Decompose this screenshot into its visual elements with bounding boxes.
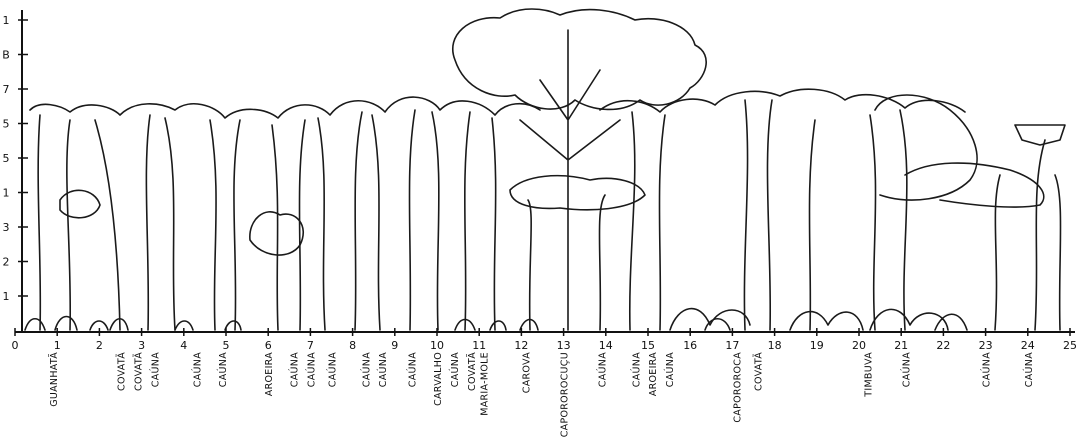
- x-tick-label: 12: [514, 339, 528, 352]
- x-tick-label: 4: [180, 339, 187, 352]
- x-tick-label: 25: [1063, 339, 1077, 352]
- species-label: CAPOROROCUÇU: [560, 352, 571, 437]
- x-tick-label: 9: [391, 339, 398, 352]
- crown-far-right: [1015, 125, 1065, 145]
- y-tick-label: 1: [3, 14, 10, 27]
- x-tick-label: 7: [307, 339, 314, 352]
- y-tick-label: 1: [3, 290, 10, 303]
- x-tick-label: 8: [349, 339, 356, 352]
- crown-right-large: [875, 95, 977, 200]
- crown-aroeira: [250, 212, 303, 255]
- x-tick-label: 13: [557, 339, 571, 352]
- species-label: TIMBUVA: [863, 352, 874, 398]
- species-label: CAÚNA: [327, 352, 339, 387]
- species-label: COVATÃ: [133, 352, 144, 391]
- species-label: CAÚNA: [217, 352, 229, 387]
- x-tick-label: 5: [223, 339, 230, 352]
- species-label: CAÚNA: [305, 352, 317, 387]
- y-tick-label: 2: [3, 256, 10, 269]
- species-label: CAÚNA: [1023, 352, 1035, 387]
- x-tick-label: 22: [936, 339, 950, 352]
- y-tick-label: 7: [3, 83, 10, 96]
- species-label: CAÚNA: [900, 352, 912, 387]
- species-label: CAÚNA: [191, 352, 203, 387]
- species-label: COVATÃ: [467, 352, 478, 391]
- y-tick-label: 1: [3, 187, 10, 200]
- species-label: CAÚNA: [597, 352, 609, 387]
- x-tick-label: 16: [683, 339, 697, 352]
- understory-shrubs: [25, 309, 967, 330]
- species-label: CAÚNA: [289, 352, 301, 387]
- species-label: CAÚNA: [664, 352, 676, 387]
- x-tick-label: 11: [472, 339, 486, 352]
- species-label: AROEIRA: [264, 352, 275, 396]
- species-label: CARVALHO: [433, 352, 444, 406]
- x-tick-label: 6: [265, 339, 272, 352]
- x-tick-label: 14: [599, 339, 613, 352]
- y-tick-label: 3: [3, 221, 10, 234]
- species-label: AROEIRA: [648, 352, 659, 396]
- species-label: CAÚNA: [149, 352, 161, 387]
- y-tick-label: 5: [3, 152, 10, 165]
- species-label: CAPOROROCA: [733, 352, 744, 423]
- x-tick-label: 1: [54, 339, 61, 352]
- y-tick-label: B: [2, 49, 10, 62]
- x-tick-label: 20: [852, 339, 866, 352]
- species-label: CAÚNA: [360, 352, 372, 387]
- species-label: CAROVA: [522, 352, 533, 393]
- x-tick-label: 3: [138, 339, 145, 352]
- vegetation-drawing: [25, 9, 1065, 330]
- x-tick-label: 17: [725, 339, 739, 352]
- x-tick-label: 24: [1021, 339, 1035, 352]
- emergent-crown: [453, 9, 706, 109]
- x-tick-label: 2: [96, 339, 103, 352]
- species-label: COVATÃ: [117, 352, 128, 391]
- species-label: CAÚNA: [377, 352, 389, 387]
- trunks: [38, 100, 1060, 330]
- emergent-trunk: [520, 30, 620, 330]
- canopy-band: [30, 97, 540, 118]
- species-label: CAÚNA: [630, 352, 642, 387]
- x-tick-label: 18: [768, 339, 782, 352]
- x-tick-label: 21: [894, 339, 908, 352]
- species-label: COVATÃ: [754, 352, 765, 391]
- x-tick-label: 0: [12, 339, 19, 352]
- x-tick-label: 19: [810, 339, 824, 352]
- x-tick-label: 10: [430, 339, 444, 352]
- species-label: CAÚNA: [407, 352, 419, 387]
- species-label: CAÚNA: [449, 352, 461, 387]
- species-label: MARIA-MOLE: [479, 352, 490, 416]
- species-label: GUANHATÃ: [49, 352, 60, 407]
- species-labels: GUANHATÃ COVATÃ COVATÃ CAÚNA CAÚNA CAÚNA AROEI…: [49, 352, 1035, 437]
- y-tick-label: 5: [3, 118, 10, 131]
- x-tick-label: 15: [641, 339, 655, 352]
- x-tick-label: 23: [979, 339, 993, 352]
- species-label: CAÚNA: [981, 352, 993, 387]
- crown-left-low: [60, 190, 100, 217]
- canopy-band-right: [600, 89, 965, 112]
- crown-right-lower: [905, 163, 1044, 207]
